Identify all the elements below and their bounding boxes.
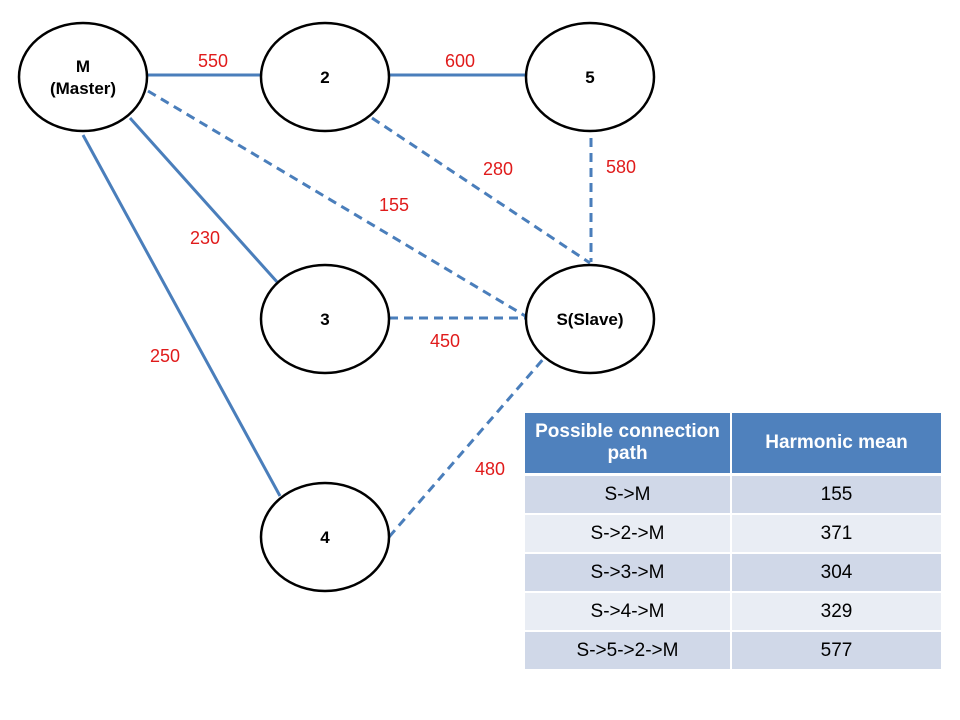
edge-weight-label: 600 (445, 51, 475, 71)
table-header-row: Possible connection path Harmonic mean (525, 413, 941, 476)
edge-weight-label: 230 (190, 228, 220, 248)
edge-weight-label: 250 (150, 346, 180, 366)
node-circle (259, 21, 391, 133)
edge-weight-label: 550 (198, 51, 228, 71)
connection-path-table: Possible connection path Harmonic mean S… (525, 413, 941, 671)
node-m: M (Master) (17, 21, 149, 133)
node-s: S(Slave) (524, 263, 656, 375)
harmonic-mean-cell: 304 (731, 553, 941, 593)
edge-weight-label: 480 (475, 459, 505, 479)
table-row: S->2->M 371 (525, 514, 941, 554)
node-label: 4 (320, 528, 330, 547)
node-circle (524, 263, 656, 375)
header-possible-connection-path: Possible connection path (525, 413, 732, 476)
edge-weight-label: 155 (379, 195, 409, 215)
path-cell: S->3->M (525, 553, 732, 593)
path-cell: S->5->2->M (525, 631, 732, 671)
node-label: 3 (320, 310, 329, 329)
node-circle (259, 481, 391, 593)
edge-n4-s (387, 356, 547, 538)
node-label: (Master) (50, 79, 116, 98)
node-label: S(Slave) (556, 310, 623, 329)
node-circle (259, 263, 391, 375)
edge-m-s (147, 89, 528, 319)
table-row: S->3->M 304 (525, 553, 941, 593)
edge-n2-s (371, 116, 591, 265)
table-row: S->M 155 (525, 474, 941, 515)
harmonic-mean-cell: 329 (731, 592, 941, 632)
node-n2: 2 (259, 21, 391, 133)
harmonic-mean-cell: 371 (731, 514, 941, 554)
node-label: 5 (585, 68, 594, 87)
edge-labels-layer: 550 600 280 580 155 230 250 450 480 (150, 51, 636, 479)
header-harmonic-mean: Harmonic mean (731, 413, 941, 476)
node-label: 2 (320, 68, 329, 87)
table-row: S->4->M 329 (525, 592, 941, 632)
edge-m-n3 (128, 116, 280, 285)
edge-weight-label: 580 (606, 157, 636, 177)
path-cell: S->2->M (525, 514, 732, 554)
node-label: M (76, 57, 90, 76)
path-cell: S->4->M (525, 592, 732, 632)
table-row: S->5->2->M 577 (525, 631, 941, 671)
edge-weight-label: 280 (483, 159, 513, 179)
harmonic-mean-cell: 577 (731, 631, 941, 671)
node-n5: 5 (524, 21, 656, 133)
nodes-layer: M (Master) 2 5 3 4 S(Slave) (17, 21, 656, 593)
node-n3: 3 (259, 263, 391, 375)
node-n4: 4 (259, 481, 391, 593)
harmonic-mean-cell: 155 (731, 474, 941, 515)
edge-m-n4 (81, 134, 282, 497)
node-circle (17, 21, 149, 133)
edges-layer (81, 73, 593, 538)
path-cell: S->M (525, 474, 732, 515)
edge-weight-label: 450 (430, 331, 460, 351)
node-circle (524, 21, 656, 133)
